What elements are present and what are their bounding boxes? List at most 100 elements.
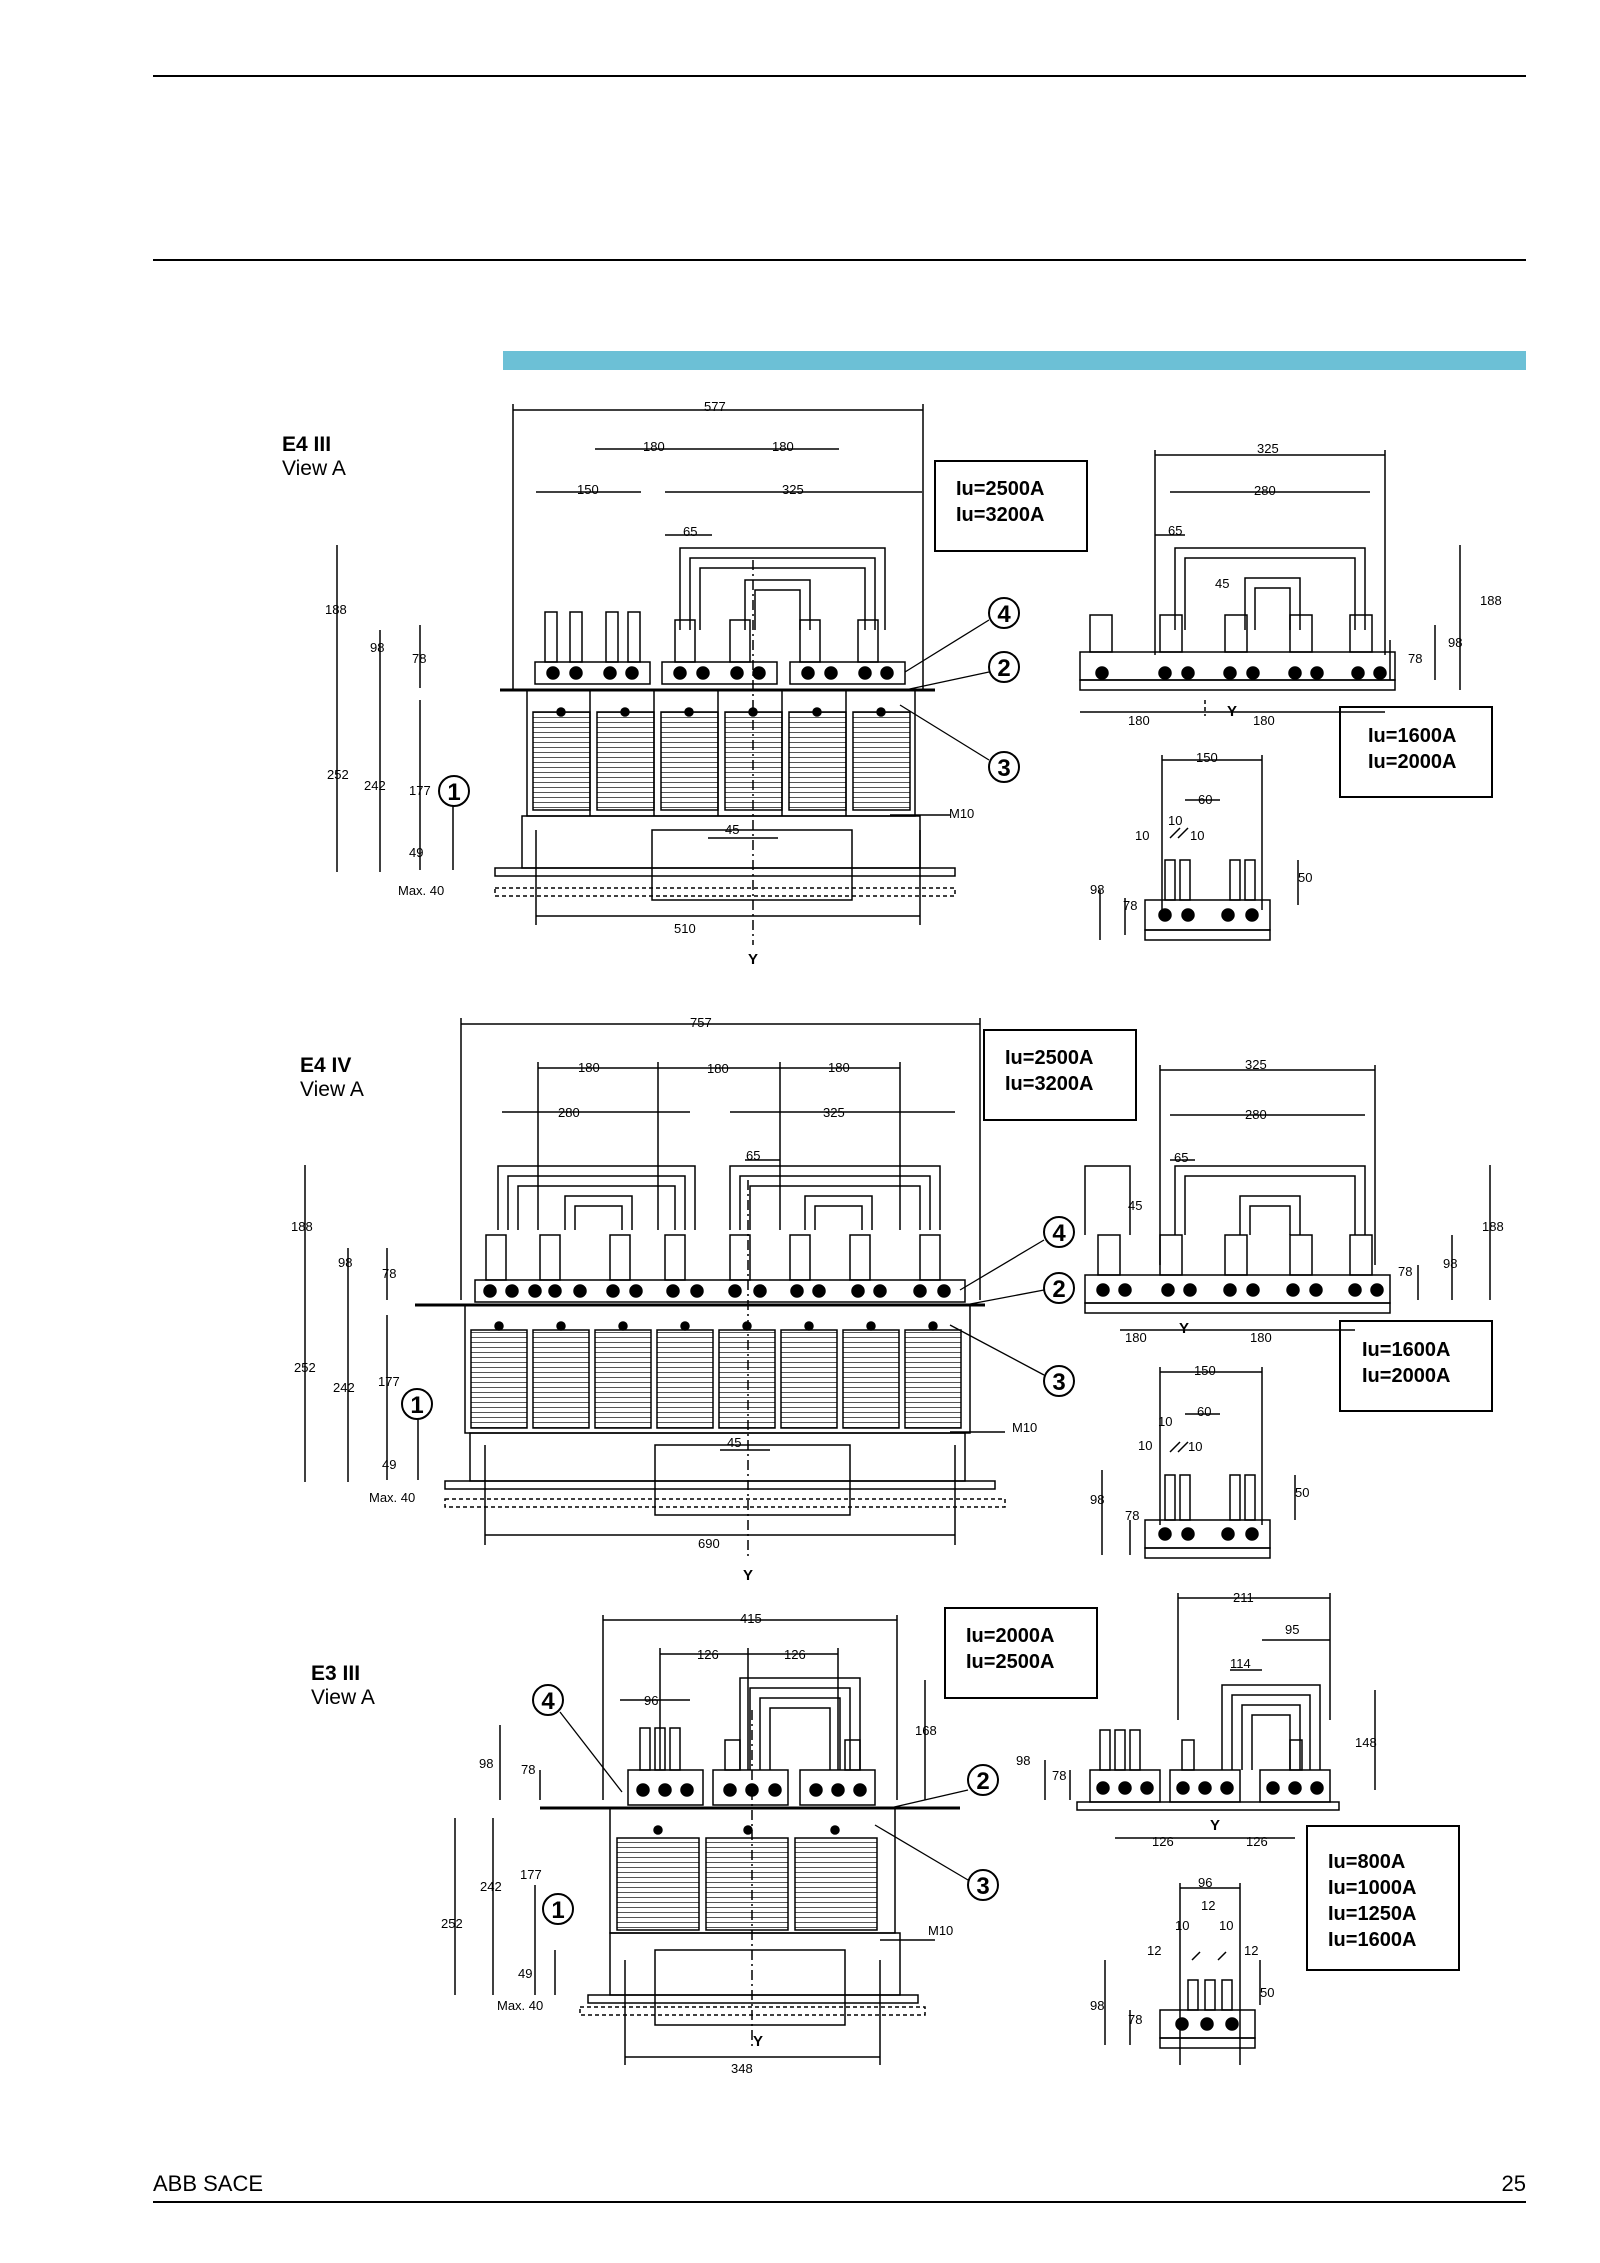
dimension-label: 180 [772,439,794,454]
dimension-label: 280 [558,1105,580,1120]
dimension-label: 325 [1257,441,1279,456]
rating-text: Iu=2000A [1368,751,1456,773]
dimension-label: 150 [577,482,599,497]
axis-label: Y [753,2033,763,2050]
callout-3: 3 [1043,1365,1075,1397]
rating-text: Iu=3200A [1005,1073,1093,1095]
dimension-label: 280 [1254,483,1276,498]
dimension-label: 98 [1090,882,1104,897]
drawing-e4-iii: Iu=2500A Iu=3200A Iu=1600A Iu=2000A [325,399,1502,968]
dimension-label: 45 [727,1435,741,1450]
dimension-label: 65 [746,1148,760,1163]
dimension-label: 10 [1190,828,1204,843]
section-color-band [503,351,1526,370]
dimension-label: 78 [1398,1264,1412,1279]
rating-text: Iu=1000A [1328,1877,1416,1899]
drawing-e3-iii: Iu=2000A Iu=2500A Iu=800A Iu=1000A Iu=12… [441,1590,1460,2076]
dimension-label: 10 [1219,1918,1233,1933]
dimension-label: Max. 40 [398,883,444,898]
dimension-label: 177 [409,783,431,798]
dimension-label: 757 [690,1015,712,1030]
axis-label: Y [743,1567,753,1584]
svg-text:4: 4 [1052,1220,1066,1247]
dimension-label: 96 [1198,1875,1212,1890]
svg-text:2: 2 [1052,1276,1065,1303]
dimension-label: 690 [698,1536,720,1551]
breaker-front-view [304,1018,1006,1560]
drawing-e4-iv: Iu=2500A Iu=3200A Iu=1600A Iu=2000A [291,1015,1504,1584]
dimension-label: 242 [333,1380,355,1395]
dimension-label: M10 [1012,1420,1037,1435]
rating-text: Iu=800A [1328,1851,1405,1873]
dimension-label: 65 [1168,523,1182,538]
dimension-label: 252 [327,767,349,782]
rating-box-side: Iu=1600A Iu=2000A [1339,706,1493,798]
drawing-heading-e3-iii: E3 III View A [311,1662,375,1710]
callout-4: 4 [1043,1216,1075,1248]
dimension-label: 78 [1052,1768,1066,1783]
callout-3: 3 [988,751,1020,783]
axis-label: Y [748,951,758,968]
dimension-label: 126 [697,1647,719,1662]
callout-4: 4 [988,597,1020,629]
terminal-side-view [1079,450,1461,716]
dimension-label: 78 [382,1266,396,1281]
terminal-side-view [1044,1593,1376,1839]
footer-company: ABB SACE [153,2171,264,2196]
dimension-label: 49 [382,1457,396,1472]
dimension-label: 10 [1188,1439,1202,1454]
dimension-label: 10 [1138,1438,1152,1453]
dimension-label: 98 [1448,635,1462,650]
dimension-label: 10 [1175,1918,1189,1933]
rating-text: Iu=3200A [956,504,1044,526]
drawing-title: E4 IV [300,1054,352,1077]
dimension-label: 78 [1125,1508,1139,1523]
dimension-label: 98 [1090,1492,1104,1507]
dimension-label: 78 [412,651,426,666]
header-rule [153,259,1526,261]
dimension-label: 242 [364,778,386,793]
breaker-front-view [454,1615,960,2065]
rating-text: Iu=2500A [1005,1047,1093,1069]
dimension-label: 150 [1194,1363,1216,1378]
dimension-label: 188 [1480,593,1502,608]
svg-text:4: 4 [997,601,1011,628]
dimension-label: 180 [707,1061,729,1076]
dimension-label: 325 [823,1105,845,1120]
dimension-label: 126 [1152,1834,1174,1849]
dimension-label: 280 [1245,1107,1267,1122]
dimension-label: 180 [828,1060,850,1075]
dimension-label: 510 [674,921,696,936]
drawing-view: View A [282,457,346,480]
dimension-label: 98 [370,640,384,655]
dimension-label: 252 [294,1360,316,1375]
dimension-label: 180 [1253,713,1275,728]
rating-text: Iu=2000A [966,1625,1054,1647]
dimension-label: 49 [409,845,423,860]
dimension-label: 98 [1016,1753,1030,1768]
svg-text:1: 1 [551,1897,564,1924]
svg-text:3: 3 [1052,1369,1065,1396]
dimension-label: 10 [1168,813,1182,828]
dimension-label: 12 [1201,1898,1215,1913]
dimension-label: 98 [479,1756,493,1771]
rating-box-side: Iu=1600A Iu=2000A [1339,1320,1493,1412]
dimension-label: 577 [704,399,726,414]
dimension-label: 98 [338,1255,352,1270]
dimension-label: 65 [1174,1150,1188,1165]
dimension-label: 325 [1245,1057,1267,1072]
axis-label: Y [1210,1817,1220,1834]
dimension-label: 45 [725,822,739,837]
rating-text: Iu=2500A [956,478,1044,500]
dimension-label: 180 [1125,1330,1147,1345]
drawing-view: View A [300,1078,364,1101]
svg-text:1: 1 [447,779,460,806]
dimension-label: 177 [378,1374,400,1389]
rating-text: Iu=1250A [1328,1903,1416,1925]
dimension-label: 148 [1355,1735,1377,1750]
dimension-label: 78 [1128,2012,1142,2027]
rating-text: Iu=1600A [1328,1929,1416,1951]
dimension-label: 211 [1233,1590,1254,1605]
rating-text: Iu=2000A [1362,1365,1450,1387]
